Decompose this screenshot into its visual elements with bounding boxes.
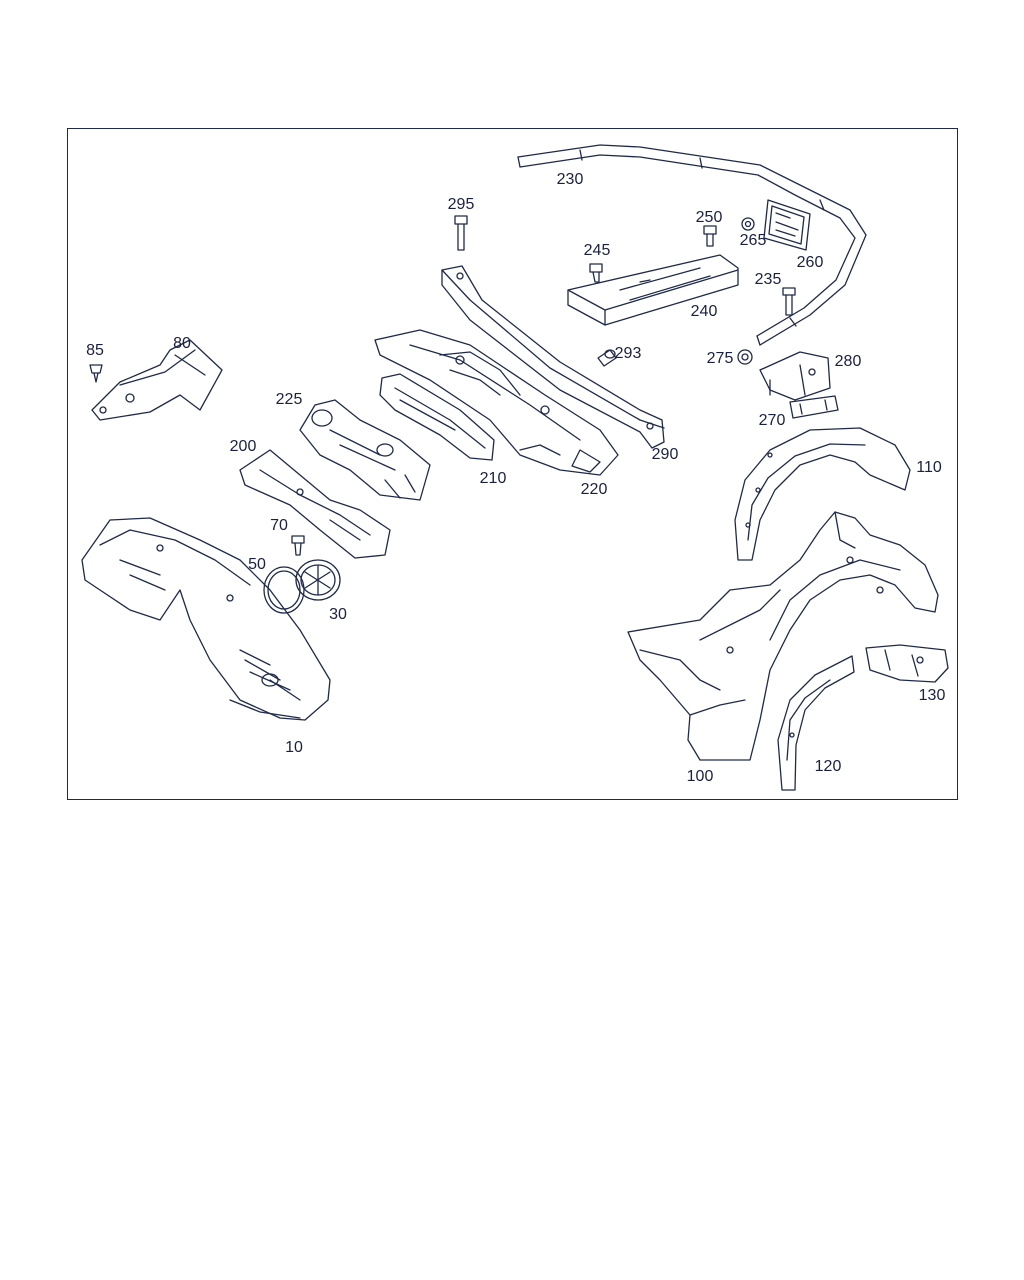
callout-250[interactable]: 250 <box>695 209 723 226</box>
part-120-arch-reinforcement[interactable] <box>777 655 855 791</box>
part-265-nut[interactable] <box>741 217 755 231</box>
callout-235[interactable]: 235 <box>754 271 782 288</box>
callout-120[interactable]: 120 <box>814 758 842 775</box>
part-250-screw[interactable] <box>703 225 717 247</box>
part-295-screw[interactable] <box>454 215 468 251</box>
part-230-frame-tube[interactable] <box>517 144 867 346</box>
diagram-frame <box>67 128 958 800</box>
part-110-wheel-arch[interactable] <box>734 427 911 561</box>
callout-220[interactable]: 220 <box>580 481 608 498</box>
part-85-clip[interactable] <box>89 364 103 383</box>
callout-100[interactable]: 100 <box>686 768 714 785</box>
callout-210[interactable]: 210 <box>479 470 507 487</box>
callout-245[interactable]: 245 <box>583 242 611 259</box>
callout-290[interactable]: 290 <box>651 446 679 463</box>
callout-240[interactable]: 240 <box>690 303 718 320</box>
callout-265[interactable]: 265 <box>739 232 767 249</box>
part-275-washer[interactable] <box>737 349 753 365</box>
part-100-wheelhouse[interactable] <box>627 511 939 761</box>
callout-295[interactable]: 295 <box>447 196 475 213</box>
callout-270[interactable]: 270 <box>758 412 786 429</box>
callout-230[interactable]: 230 <box>556 171 584 188</box>
part-260-plate[interactable] <box>763 199 811 251</box>
callout-80[interactable]: 80 <box>173 335 191 352</box>
callout-85[interactable]: 85 <box>86 342 104 359</box>
part-80-bracket[interactable] <box>91 339 223 421</box>
part-130-bracket[interactable] <box>865 644 949 683</box>
callout-110[interactable]: 110 <box>916 459 942 476</box>
part-270-bracket[interactable] <box>789 395 839 419</box>
part-210-cross-panel[interactable] <box>379 373 495 461</box>
part-225-reinforcement[interactable] <box>299 399 431 501</box>
callout-293[interactable]: 293 <box>614 345 642 362</box>
callout-50[interactable]: 50 <box>248 556 266 573</box>
part-200-floor-section[interactable] <box>239 449 391 559</box>
part-245-screw[interactable] <box>589 263 603 283</box>
part-70-screw[interactable] <box>291 535 305 556</box>
callout-200[interactable]: 200 <box>229 438 257 455</box>
callout-275[interactable]: 275 <box>706 350 734 367</box>
callout-70[interactable]: 70 <box>270 517 288 534</box>
callout-30[interactable]: 30 <box>329 606 347 623</box>
part-30-cap[interactable] <box>295 559 341 601</box>
callout-225[interactable]: 225 <box>275 391 303 408</box>
callout-10[interactable]: 10 <box>285 739 303 756</box>
part-220-floor-panel[interactable] <box>374 329 619 476</box>
callout-260[interactable]: 260 <box>796 254 824 271</box>
part-293-bushing[interactable] <box>597 349 617 367</box>
part-240-cross-member[interactable] <box>567 254 739 326</box>
callout-280[interactable]: 280 <box>834 353 862 370</box>
part-235-screw[interactable] <box>782 287 796 316</box>
callout-130[interactable]: 130 <box>918 687 946 704</box>
part-10-floor-panel[interactable] <box>81 517 331 721</box>
part-280-bracket[interactable] <box>759 351 831 401</box>
part-290-long-beam[interactable] <box>441 265 665 449</box>
